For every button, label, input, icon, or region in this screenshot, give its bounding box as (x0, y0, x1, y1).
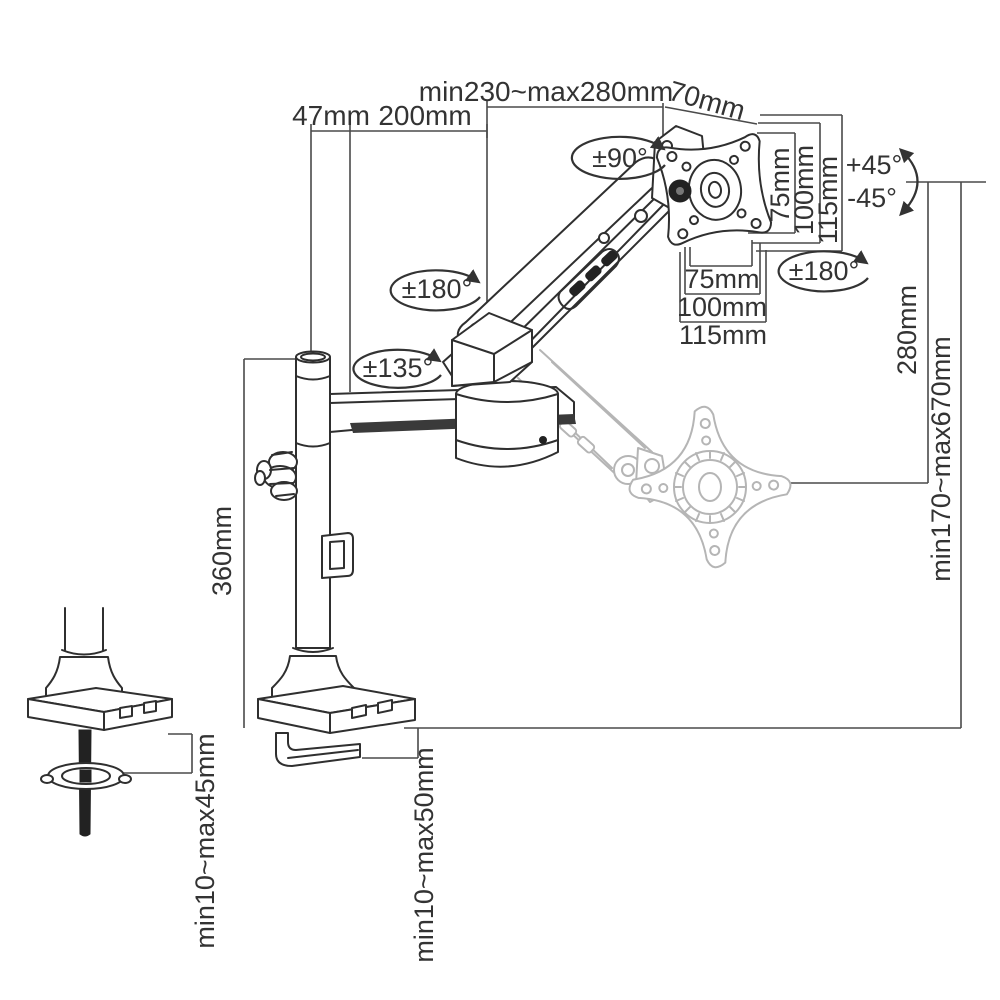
clamp-usb-slot (351, 704, 367, 719)
grommet-thickness-bracket (123, 733, 193, 774)
vesa-boss-hole (707, 180, 723, 199)
head-offset-label: 70mm (665, 75, 748, 126)
upper-arm-rotation-label: ±180° (402, 274, 473, 304)
height-range-label: min170~max670mm (926, 336, 956, 581)
lift-range-label: 280mm (892, 285, 922, 375)
vesa-rotation-label: ±180° (789, 256, 860, 286)
head-swivel-arrow-icon (570, 135, 666, 180)
head-offset-dimension-line (664, 106, 758, 125)
reach-range-label: min230~max280mm (419, 76, 673, 107)
desk-clamp (257, 647, 416, 767)
vesa-100-horizontal-bracket (684, 243, 761, 295)
arm-pivot-screw (598, 232, 610, 244)
ghost-arm-detail (576, 435, 596, 454)
clamp-thickness-label: min10~max50mm (409, 747, 439, 962)
arm-pivot-screw (634, 209, 648, 223)
arm-screw-slot (569, 280, 586, 297)
lower-arm-rotation-arrow-icon (352, 348, 442, 389)
tilt-pivot-bolt-hole (676, 187, 684, 195)
height-dimension-lines (757, 181, 986, 728)
elbow-base-screw (539, 436, 547, 444)
washer-wing (118, 774, 132, 784)
vesa-bottom-115-label: 115mm (679, 320, 767, 350)
vesa-side-115-label: 115mm (813, 156, 843, 244)
vesa-plate (655, 133, 773, 246)
rotation-arrows (352, 135, 919, 389)
pole-width-label: 47mm (292, 100, 370, 131)
upper-arm-rotation-arrow-icon (389, 269, 481, 312)
pole-cap-inner (300, 352, 326, 362)
main-figure (27, 125, 773, 837)
arm-screw-slot (585, 265, 602, 282)
vesa-bottom-75-label: 75mm (684, 264, 759, 294)
grommet-usb-slot (119, 705, 133, 719)
vesa-side-75-label: 75mm (765, 147, 795, 222)
reach-dimension-line (486, 101, 664, 316)
vesa-75-horizontal-bracket (689, 240, 753, 267)
ghost-head-hole (644, 458, 660, 474)
labels: min230~max280mm 70mm 47mm 200mm ±90° ±18… (190, 75, 956, 963)
vesa-rotation-arrow-icon (777, 250, 869, 293)
vesa-side-100-label: 100mm (789, 145, 819, 235)
dimension-lines (123, 101, 986, 774)
grommet-bolt-through (79, 769, 92, 783)
pole (254, 350, 354, 649)
pole-height-label: 360mm (207, 506, 237, 596)
washer-wing (40, 774, 54, 784)
lower-arm-length-label: 200mm (378, 100, 471, 131)
arm-dimension-line (310, 124, 488, 392)
grommet-thickness-label: min10~max45mm (190, 733, 220, 948)
grommet-usb-slot (143, 700, 157, 714)
pole-height-dimension-line (243, 358, 296, 728)
arm-screw-slot (601, 250, 618, 267)
tilt-arrow-icon (898, 147, 919, 217)
ghost-arm-end-screw (621, 463, 635, 477)
cable-clip (321, 532, 354, 579)
ghost-boss-hole (698, 472, 722, 502)
elbow-base-cylinder (455, 393, 559, 468)
tilt-down-label: -45° (847, 183, 897, 213)
lower-arm (329, 380, 576, 468)
clamp-thickness-bracket (362, 728, 419, 759)
vesa-75-vertical-bracket (748, 132, 796, 234)
collar-knob-small (254, 470, 266, 486)
ghost-arm-position (504, 349, 792, 569)
vesa-115-horizontal-bracket (679, 250, 767, 323)
ghost-boss-teeth (673, 450, 747, 524)
elbow-block (442, 312, 533, 387)
lower-arm-rotation-label: ±135° (363, 353, 434, 383)
tilt-up-label: +45° (846, 150, 903, 180)
clamp-usb-slot (377, 699, 393, 714)
head-swivel-label: ±90° (592, 143, 648, 173)
grommet-mount-detail (27, 607, 173, 837)
elbow-flare (442, 353, 453, 377)
vesa-100-vertical-bracket (752, 122, 821, 244)
vesa-bottom-100-label: 100mm (677, 292, 767, 322)
clamp-lower-jaw (275, 732, 361, 767)
